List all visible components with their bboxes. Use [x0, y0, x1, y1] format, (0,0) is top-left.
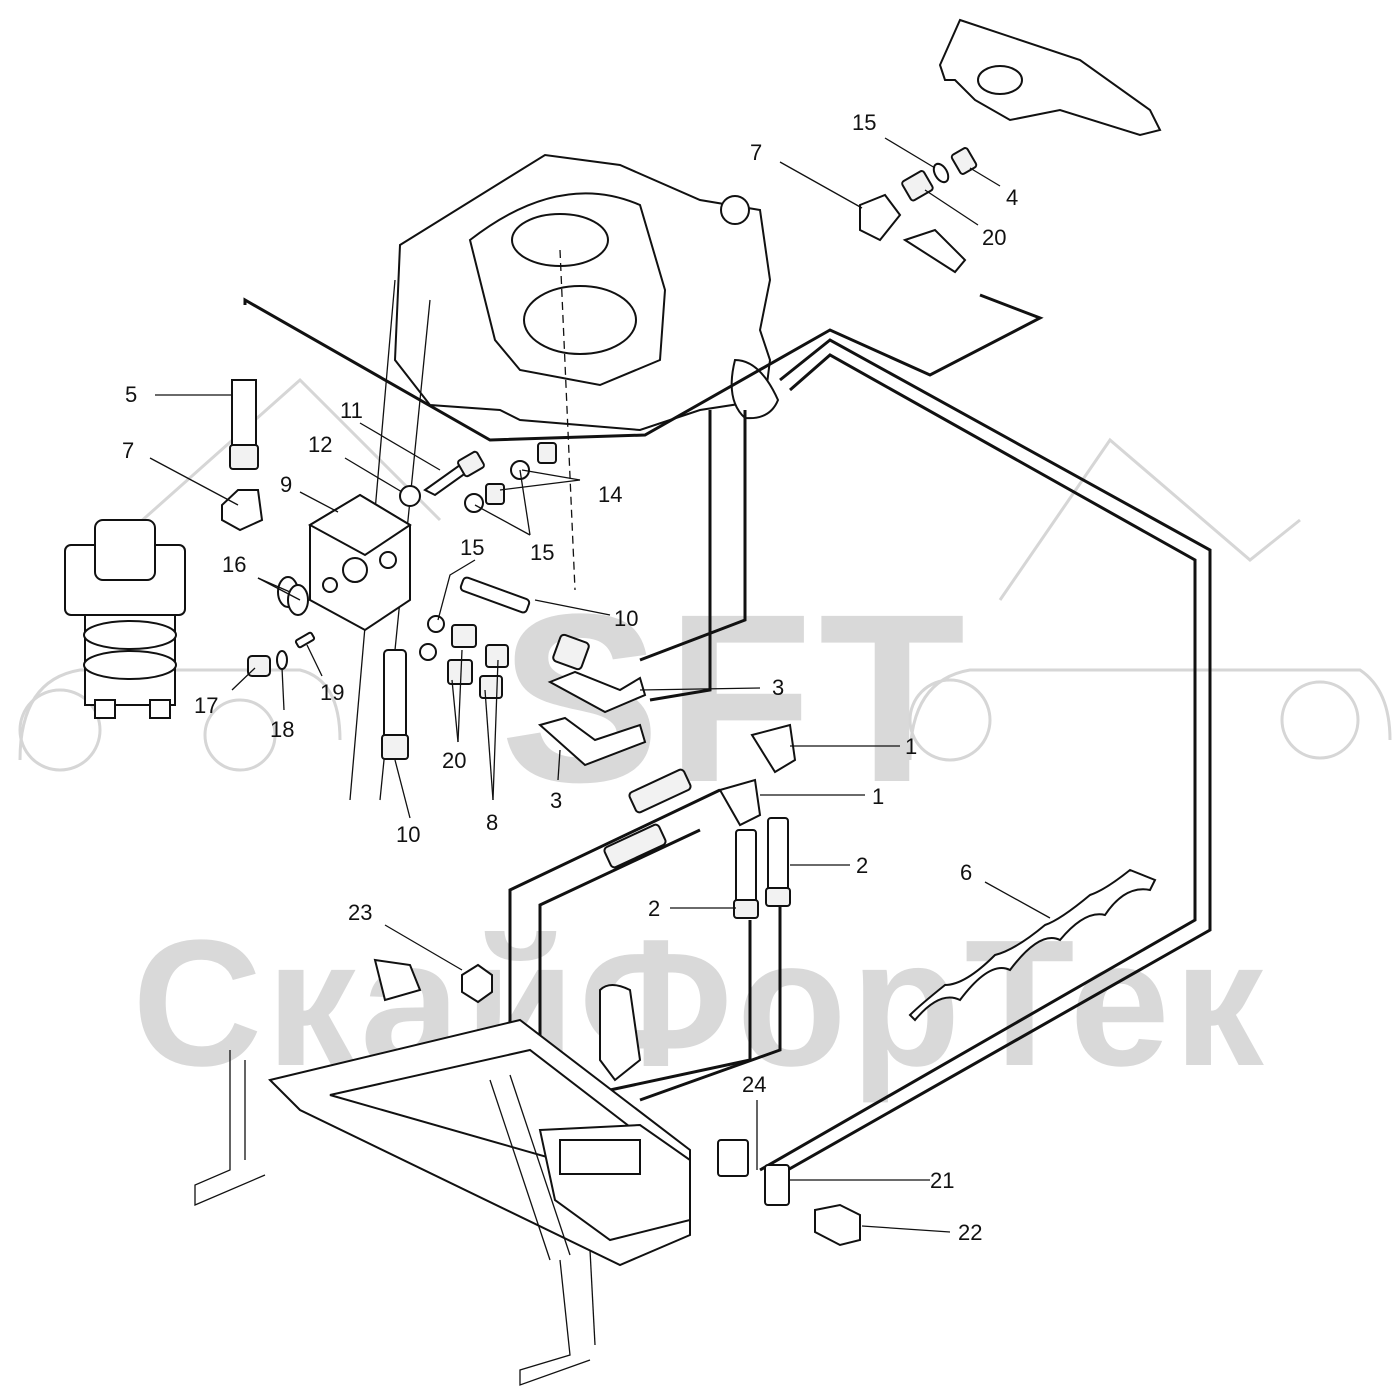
- callout-15-right: 15: [530, 540, 554, 565]
- callout-7-top: 7: [750, 140, 762, 165]
- callout-23: 23: [348, 900, 372, 925]
- callout-20-lower: 20: [442, 748, 466, 773]
- watermark-tractor-left: [18, 377, 442, 772]
- callout-4: 4: [1006, 185, 1018, 210]
- callout-22: 22: [958, 1220, 982, 1245]
- hydraulic-motor: [64, 519, 186, 719]
- callout-7-left: 7: [122, 438, 134, 463]
- callout-11: 11: [340, 398, 363, 423]
- callout-15-top: 15: [852, 110, 876, 135]
- callout-3-upper: 3: [772, 675, 784, 700]
- fitting-parts: [221, 147, 1157, 1247]
- callout-12: 12: [308, 432, 332, 457]
- callout-19: 19: [320, 680, 344, 705]
- callout-5: 5: [125, 382, 137, 407]
- callout-1-lower: 1: [872, 784, 884, 809]
- callout-15-middle: 15: [460, 535, 484, 560]
- callout-17: 17: [194, 693, 218, 718]
- callout-1-upper: 1: [905, 734, 917, 759]
- callout-14: 14: [598, 482, 622, 507]
- control-valve-assembly: [194, 958, 691, 1386]
- callout-21: 21: [930, 1168, 954, 1193]
- callout-10-upper: 10: [614, 606, 638, 631]
- callout-16: 16: [222, 552, 246, 577]
- callout-18: 18: [270, 717, 294, 742]
- callout-24: 24: [742, 1072, 766, 1097]
- mounting-bracket: [938, 18, 1162, 137]
- callout-2-right: 2: [856, 853, 868, 878]
- watermark-tractor-right: [908, 437, 1392, 762]
- valve-block: [307, 493, 412, 632]
- callout-10-lower: 10: [396, 822, 420, 847]
- callout-labels: 15 7 4 20 5 11 12 7 9 14 15 15 16 10 3 1…: [122, 110, 1018, 1245]
- hose-routes: [243, 293, 1212, 1182]
- callout-8: 8: [486, 810, 498, 835]
- callout-6: 6: [960, 860, 972, 885]
- leader-lines: [149, 137, 1051, 1233]
- swing-frame: [349, 153, 780, 801]
- callout-3-lower: 3: [550, 788, 562, 813]
- callout-20-top: 20: [982, 225, 1006, 250]
- callout-2-left: 2: [648, 896, 660, 921]
- callout-9: 9: [280, 472, 292, 497]
